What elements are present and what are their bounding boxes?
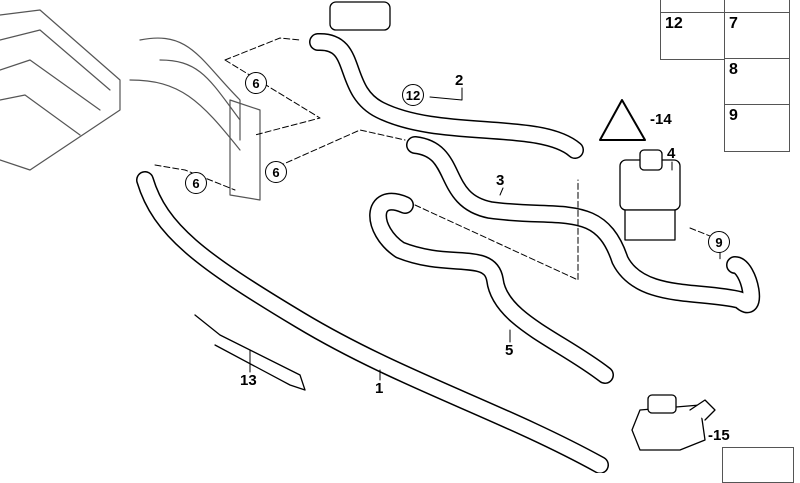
callout-2: 2 <box>455 72 464 89</box>
connector-flange <box>329 1 391 31</box>
parts-cell-8: 8 <box>724 58 790 106</box>
callout-14: -14 <box>650 111 672 128</box>
heater-core <box>0 9 261 201</box>
circled-callout-6: 6 <box>265 161 287 183</box>
circled-callout-9: 9 <box>708 231 730 253</box>
pump-15 <box>631 394 716 451</box>
parts-cell-7: 7 <box>724 12 790 60</box>
warning-triangle-icon <box>599 99 646 141</box>
part-number: 12 <box>665 15 683 32</box>
callout-15: -15 <box>708 427 730 444</box>
parts-cell-12: 12 <box>660 12 726 60</box>
part-number: 8 <box>729 61 738 78</box>
part-number: 7 <box>729 15 738 32</box>
circled-callout-6: 6 <box>185 172 207 194</box>
hose-3 <box>406 136 761 314</box>
parts-cell-9: 9 <box>724 104 790 152</box>
callout-3: 3 <box>496 172 505 189</box>
hose-2 <box>309 33 584 159</box>
circled-callout-12: 12 <box>402 84 424 106</box>
callout-5: 5 <box>505 342 514 359</box>
hose-diagram-drawing <box>0 1 761 473</box>
callout-13: 13 <box>240 372 257 389</box>
hose-5 <box>369 192 614 384</box>
hose-1 <box>136 171 609 473</box>
part-number: 9 <box>729 107 738 124</box>
callout-4: 4 <box>667 145 676 162</box>
valve-4 <box>619 149 681 241</box>
circled-callout-6: 6 <box>245 72 267 94</box>
callout-1: 1 <box>375 380 384 397</box>
arrow-symbol-box <box>722 447 794 483</box>
